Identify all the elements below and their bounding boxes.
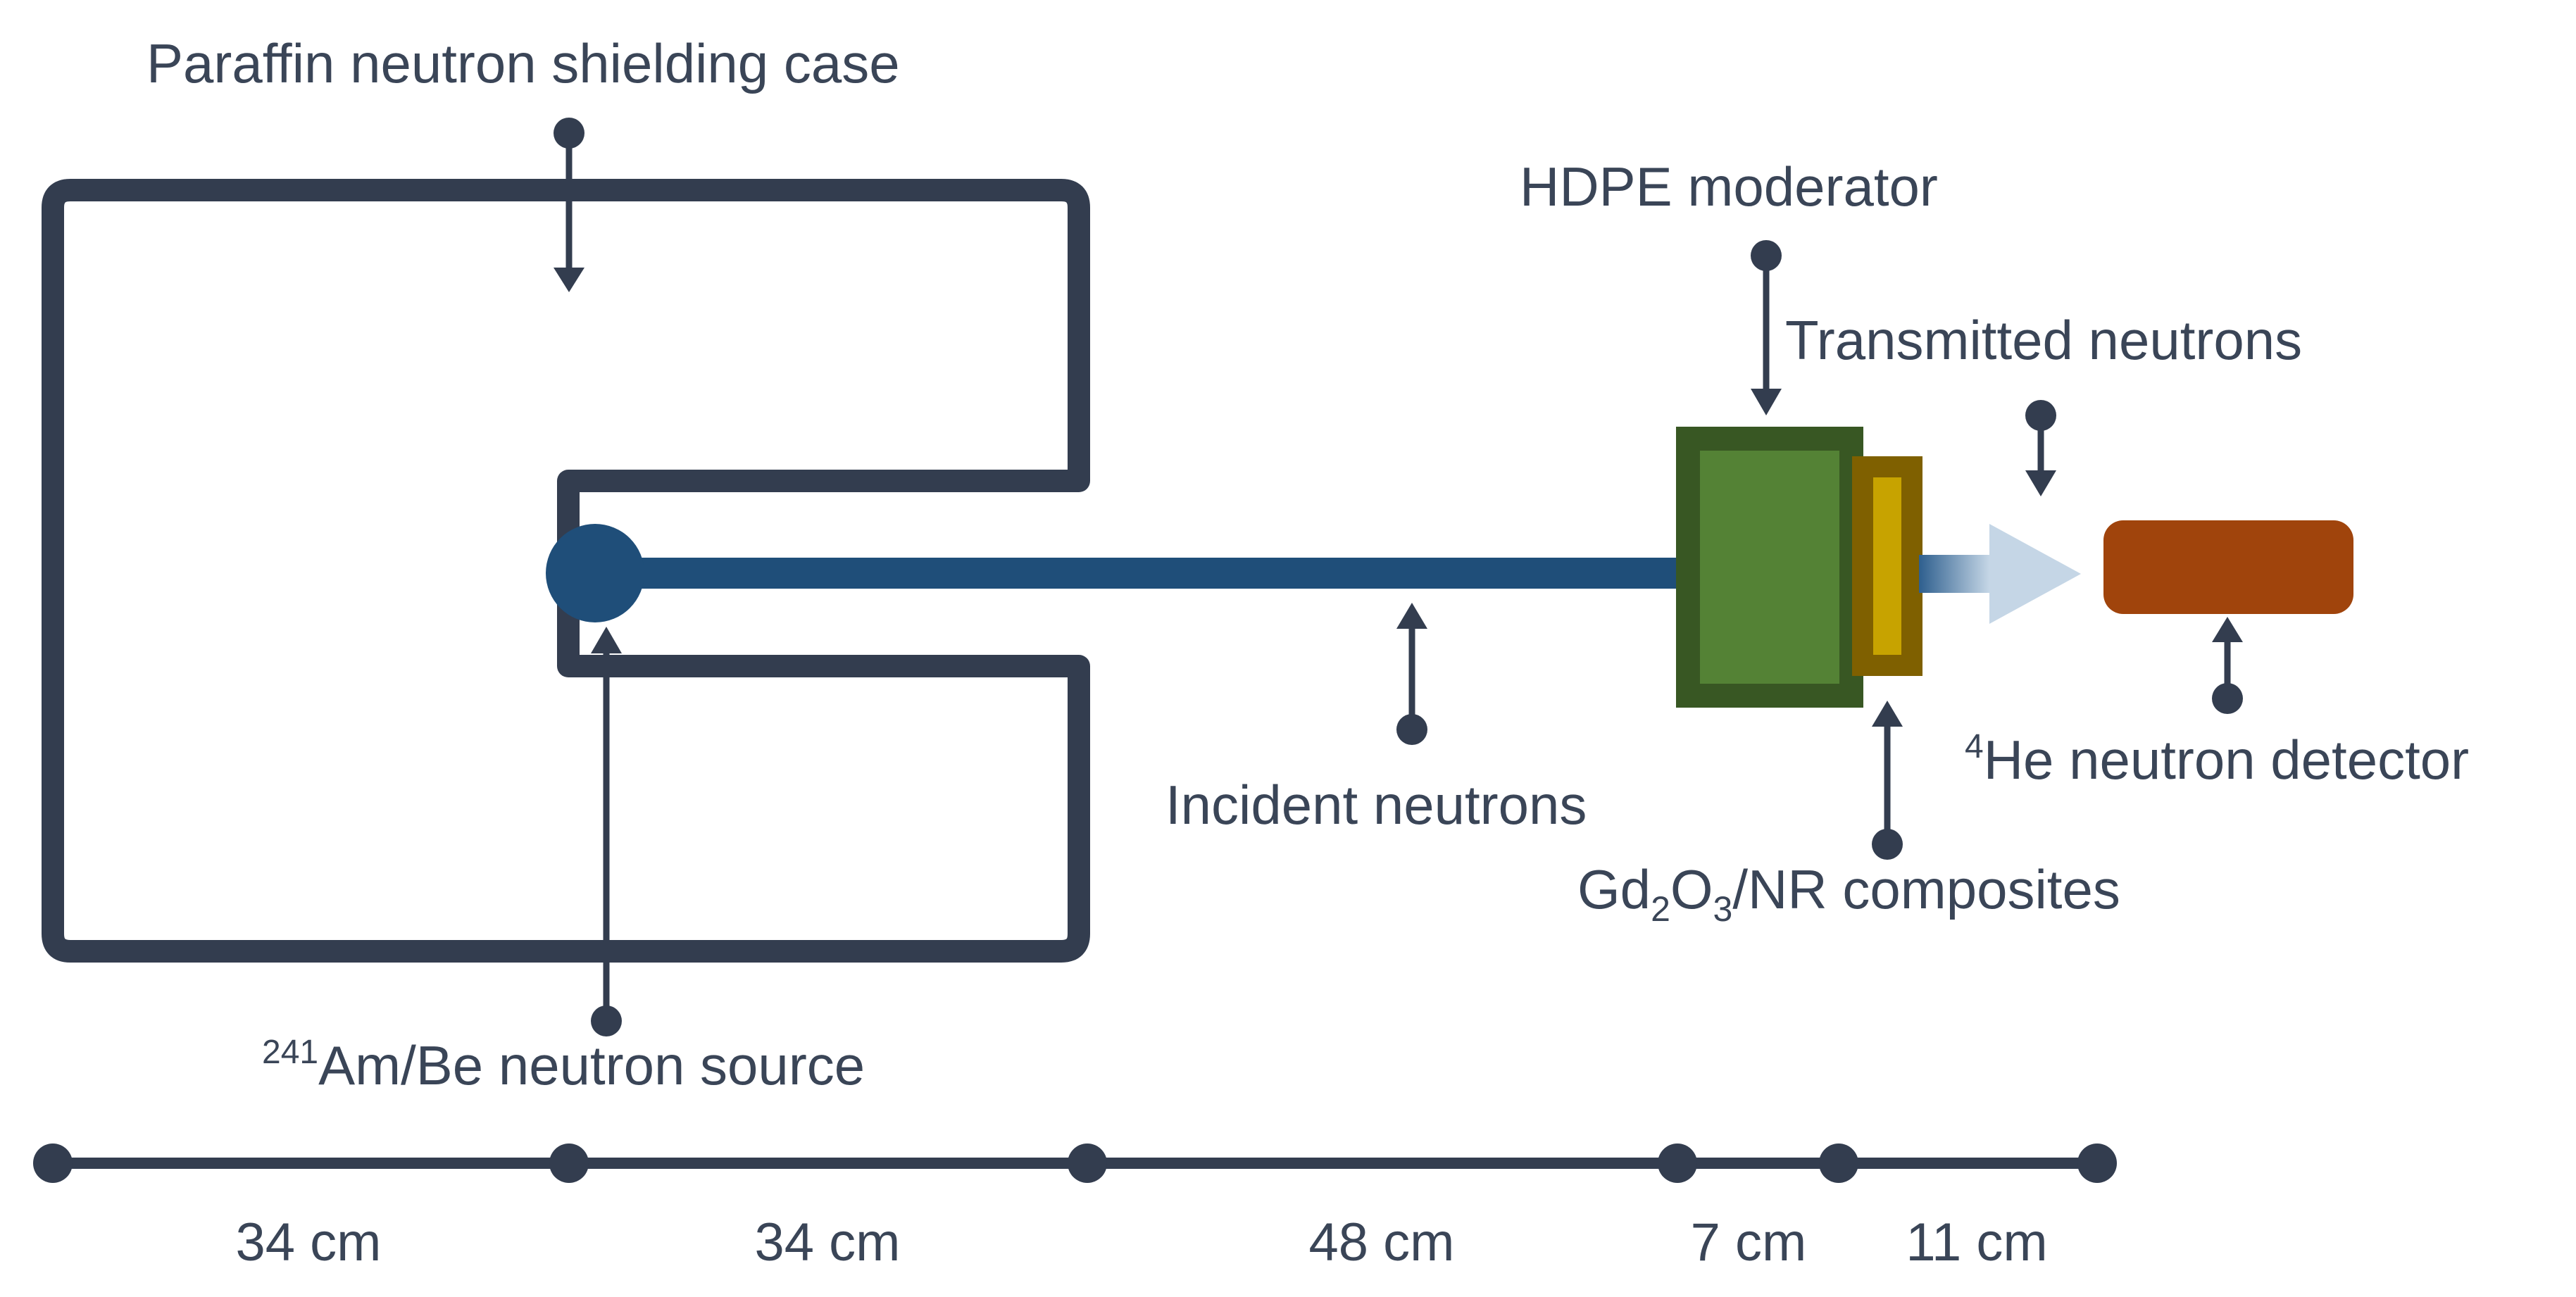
scale-marker (33, 1144, 73, 1183)
scale-marker (1819, 1144, 1858, 1183)
transmitted-beam (1919, 555, 1989, 593)
distance-label: 34 cm (236, 1213, 382, 1272)
detector-superscript: 4 (1965, 728, 1984, 765)
label-shielding-case: Paraffin neutron shielding case (146, 32, 900, 94)
detector-text: He neutron detector (1984, 729, 2469, 791)
source-text: Am/Be neutron source (318, 1034, 865, 1096)
distance-label: 11 cm (1906, 1213, 2047, 1272)
gd2o3-nr-composite (1852, 456, 1922, 676)
label-hdpe-moderator: HDPE moderator (1520, 156, 1938, 218)
pointer-hdpe-moderator (1751, 240, 1782, 415)
pointer-neutron-source (591, 627, 622, 1036)
neutron-source (546, 524, 644, 622)
label-composite: Gd2O3/NR composites (1577, 858, 2120, 929)
distance-label: 7 cm (1691, 1213, 1807, 1272)
he4-neutron-detector (2103, 520, 2353, 614)
pointer-detector (2212, 617, 2243, 714)
label-detector: 4He neutron detector (1965, 728, 2469, 791)
scale-marker (549, 1144, 589, 1183)
scale-marker (1658, 1144, 1697, 1183)
pointer-composite (1872, 701, 1903, 860)
pointer-transmitted-neutrons (2025, 400, 2056, 496)
label-incident-neutrons: Incident neutrons (1165, 774, 1587, 836)
pointer-shielding-case (554, 118, 584, 292)
distance-scale-bar (33, 1144, 2117, 1183)
source-superscript: 241 (262, 1034, 318, 1071)
scale-marker (2077, 1144, 2117, 1183)
pointer-incident-neutrons (1396, 603, 1427, 745)
hdpe-moderator (1676, 427, 1863, 708)
transmitted-arrow-head (1989, 524, 2081, 624)
label-transmitted-neutrons: Transmitted neutrons (1785, 309, 2302, 371)
distance-label: 48 cm (1309, 1213, 1455, 1272)
label-neutron-source: 241Am/Be neutron source (262, 1034, 865, 1096)
scale-marker (1068, 1144, 1107, 1183)
paraffin-shielding-case (42, 179, 1090, 963)
distance-label: 34 cm (755, 1213, 901, 1272)
